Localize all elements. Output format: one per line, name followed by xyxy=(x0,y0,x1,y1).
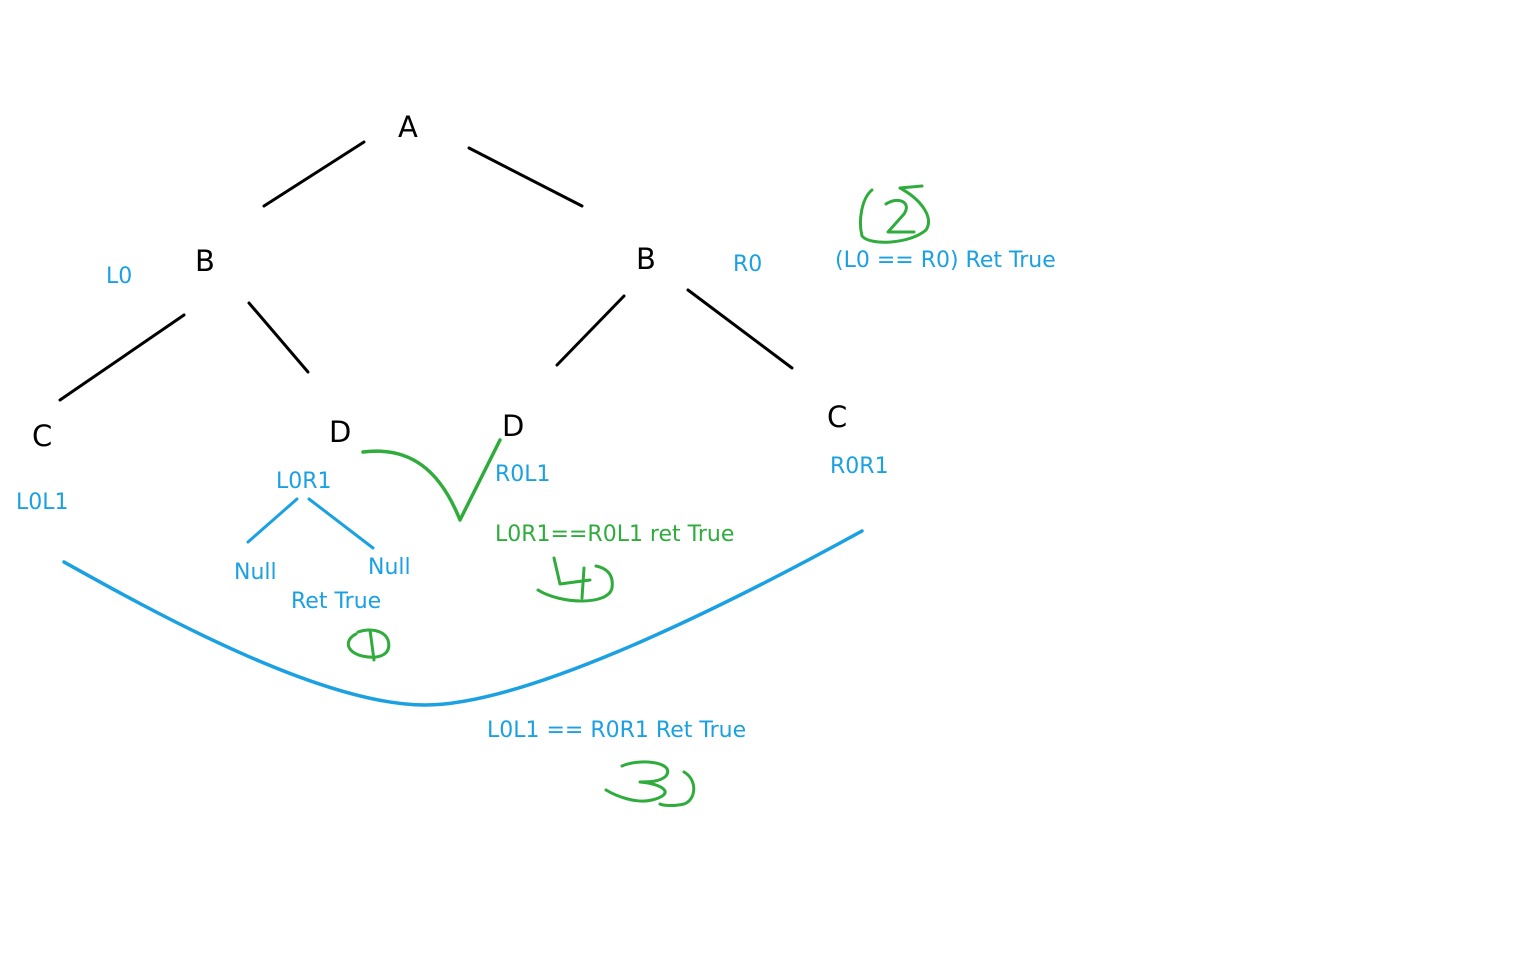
label-l0: L0 xyxy=(106,264,133,289)
step-2-mark xyxy=(858,184,930,244)
edge-d-null-left xyxy=(246,497,299,544)
label-null-right: Null xyxy=(368,555,411,580)
edge-a-right-b xyxy=(467,146,584,208)
node-a: A xyxy=(398,110,418,144)
node-right-d: D xyxy=(502,409,525,443)
edge-a-left-b xyxy=(262,140,366,208)
label-r0l1: R0L1 xyxy=(495,462,551,487)
step-1-mark xyxy=(346,628,391,662)
node-left-b: B xyxy=(195,244,215,278)
label-r0r1: R0R1 xyxy=(830,454,889,479)
edge-left-b-left-c xyxy=(58,313,186,402)
label-l0l1: L0L1 xyxy=(16,490,69,515)
edge-right-b-right-c xyxy=(686,288,794,370)
step-4-mark xyxy=(536,556,614,603)
node-left-c: C xyxy=(32,419,53,453)
label-l0r1-eq-r0l1: L0R1==R0L1 ret True xyxy=(495,522,735,547)
label-l0r1: L0R1 xyxy=(276,469,332,494)
edge-left-b-left-d xyxy=(247,301,310,374)
label-l0l1-eq-r0r1: L0L1 == R0R1 Ret True xyxy=(487,718,747,743)
compare-check-inner xyxy=(361,438,502,522)
edge-right-b-right-d xyxy=(555,294,626,367)
node-right-c: C xyxy=(827,400,848,434)
label-l0-eq-r0: (L0 == R0) Ret True xyxy=(835,248,1056,273)
label-null-left: Null xyxy=(234,560,277,585)
compare-curve-outer xyxy=(62,529,864,707)
edge-d-null-right xyxy=(307,497,375,550)
label-ret-true-leaf: Ret True xyxy=(291,589,382,614)
node-right-b: B xyxy=(636,242,656,276)
label-r0: R0 xyxy=(733,252,763,277)
step-3-mark xyxy=(604,760,696,807)
node-left-d: D xyxy=(329,415,352,449)
